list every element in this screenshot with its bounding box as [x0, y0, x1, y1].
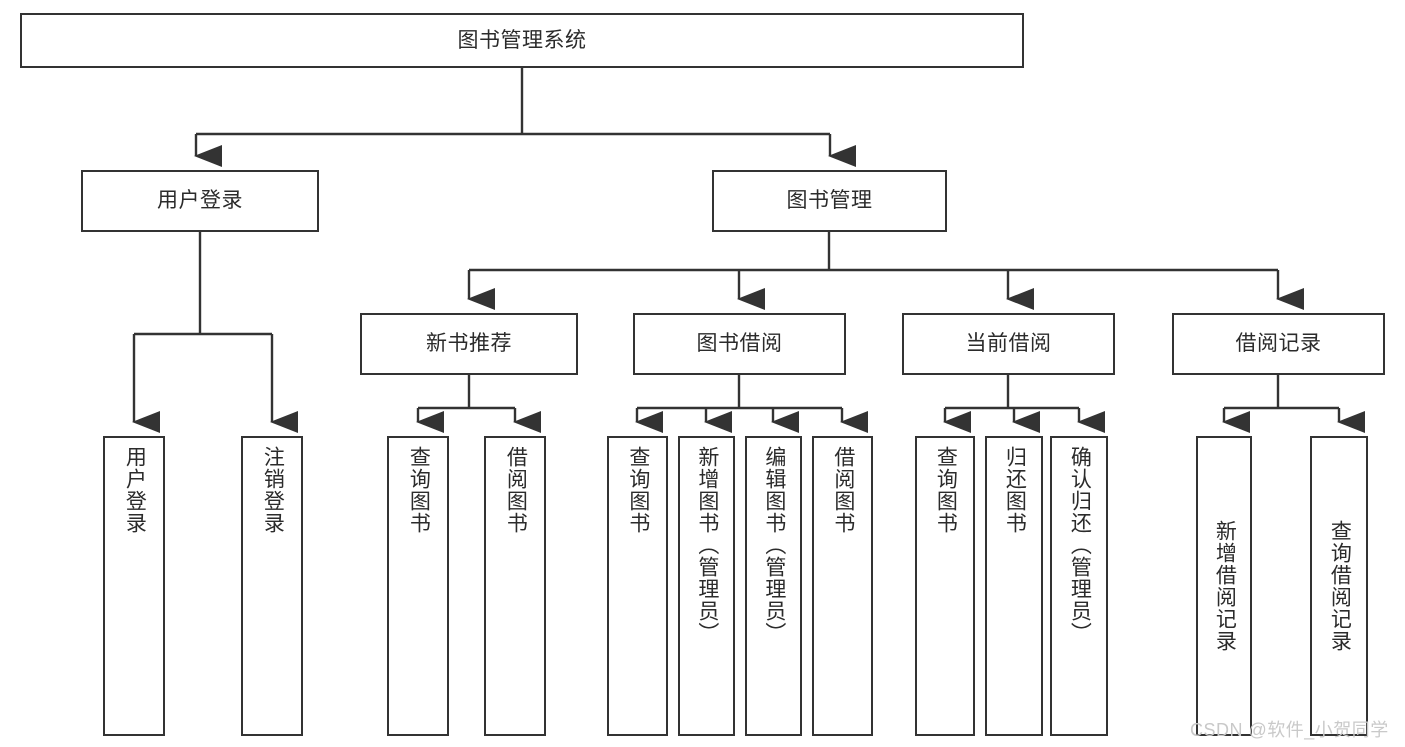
- node-leaf-label: 借阅图书: [831, 446, 855, 534]
- node-leaf-label: 查询图书: [407, 446, 431, 534]
- node-borrow-record-label: 借阅记录: [1235, 332, 1322, 356]
- node-borrow-record[interactable]: 借阅记录: [1172, 313, 1385, 375]
- node-root-system[interactable]: 图书管理系统: [20, 13, 1024, 68]
- node-leaf-query-book-current[interactable]: 查询图书: [915, 436, 975, 736]
- node-leaf-label: 查询图书: [934, 446, 958, 534]
- node-book-management[interactable]: 图书管理: [712, 170, 947, 232]
- node-leaf-label: 用户登录: [123, 446, 147, 534]
- node-leaf-add-borrow-record[interactable]: 新增借阅记录: [1196, 436, 1252, 736]
- node-leaf-edit-book-admin[interactable]: 编辑图书（管理员）: [745, 436, 802, 736]
- node-leaf-label: 新增图书（管理员）: [695, 446, 719, 644]
- node-leaf-borrow-book[interactable]: 借阅图书: [812, 436, 873, 736]
- node-leaf-label: 确认归还（管理员）: [1068, 446, 1092, 644]
- node-leaf-user-login[interactable]: 用户登录: [103, 436, 165, 736]
- node-leaf-query-book-borrow[interactable]: 查询图书: [607, 436, 668, 736]
- node-leaf-label: 查询图书: [626, 446, 650, 534]
- node-current-borrow[interactable]: 当前借阅: [902, 313, 1115, 375]
- node-leaf-confirm-return-admin[interactable]: 确认归还（管理员）: [1050, 436, 1108, 736]
- node-book-borrow-label: 图书借阅: [696, 332, 783, 356]
- node-leaf-label: 查询借阅记录: [1328, 520, 1352, 652]
- node-user-login-label: 用户登录: [157, 189, 243, 213]
- node-leaf-label: 归还图书: [1003, 446, 1027, 534]
- node-new-book-recommend[interactable]: 新书推荐: [360, 313, 578, 375]
- node-leaf-add-book-admin[interactable]: 新增图书（管理员）: [678, 436, 735, 736]
- node-book-management-label: 图书管理: [786, 189, 873, 213]
- node-leaf-query-borrow-record[interactable]: 查询借阅记录: [1310, 436, 1368, 736]
- node-root-label: 图书管理系统: [457, 28, 587, 52]
- node-leaf-borrow-book-newbook[interactable]: 借阅图书: [484, 436, 546, 736]
- node-leaf-query-book-newbook[interactable]: 查询图书: [387, 436, 449, 736]
- node-new-book-recommend-label: 新书推荐: [426, 332, 512, 356]
- node-leaf-label: 编辑图书（管理员）: [762, 446, 786, 644]
- node-leaf-label: 借阅图书: [504, 446, 528, 534]
- node-leaf-label: 注销登录: [261, 446, 285, 534]
- node-leaf-label: 新增借阅记录: [1213, 520, 1237, 652]
- node-user-login[interactable]: 用户登录: [81, 170, 319, 232]
- node-leaf-logout[interactable]: 注销登录: [241, 436, 303, 736]
- node-leaf-return-book[interactable]: 归还图书: [985, 436, 1043, 736]
- node-current-borrow-label: 当前借阅: [965, 332, 1052, 356]
- node-book-borrow[interactable]: 图书借阅: [633, 313, 846, 375]
